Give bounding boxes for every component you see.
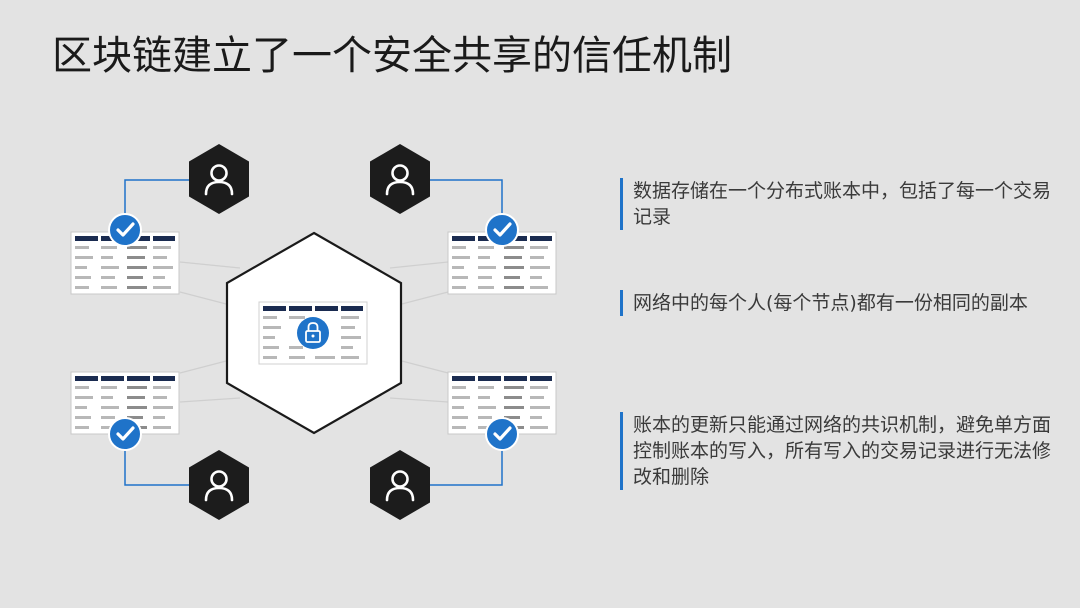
checkmark-icon xyxy=(484,212,520,248)
checkmark-icon xyxy=(107,212,143,248)
central-ledger xyxy=(258,301,368,365)
page-title: 区块链建立了一个安全共享的信任机制 xyxy=(52,33,732,79)
blockchain-network-diagram xyxy=(70,142,557,522)
checkmark-icon xyxy=(484,416,520,452)
user-ledger-links xyxy=(124,179,503,486)
network-links xyxy=(179,261,449,403)
user-icon xyxy=(368,142,432,216)
user-icon xyxy=(187,448,251,522)
point-consensus-update: 账本的更新只能通过网络的共识机制，避免单方面控制账本的写入，所有写入的交易记录进… xyxy=(620,412,1058,490)
point-identical-copy: 网络中的每个人(每个节点)都有一份相同的副本 xyxy=(620,290,1058,316)
lock-icon xyxy=(297,317,329,349)
checkmark-icon xyxy=(107,416,143,452)
user-icon xyxy=(187,142,251,216)
point-distributed-ledger: 数据存储在一个分布式账本中，包括了每一个交易记录 xyxy=(620,178,1058,230)
user-icon xyxy=(368,448,432,522)
